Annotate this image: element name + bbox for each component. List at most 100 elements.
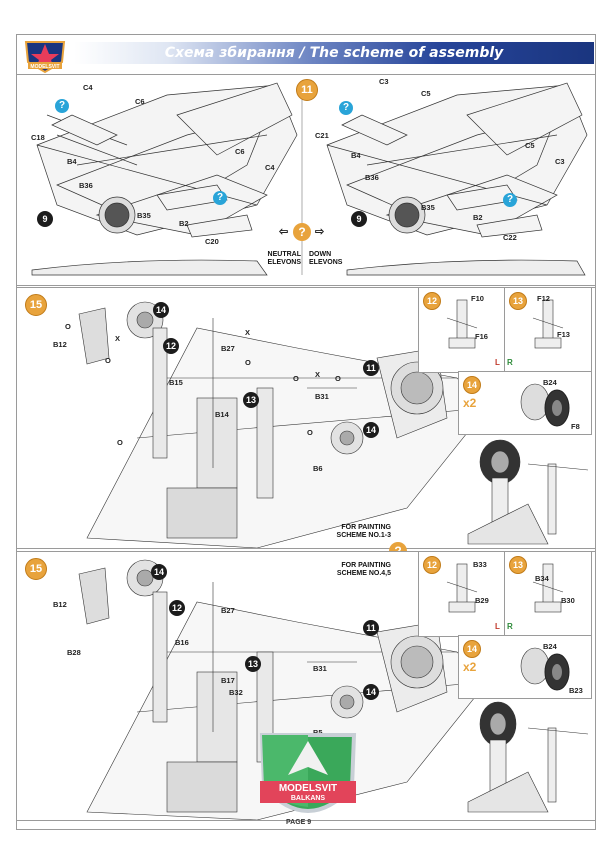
glue-mark: O (245, 358, 251, 367)
step13a-inset: 13 F12 F13 R (504, 287, 592, 373)
part-label: C18 (31, 133, 45, 142)
part-ref-left: 9 (37, 211, 53, 227)
option-question-icon: ? (293, 223, 311, 241)
step11-panel: 11 C4 C6 C18 B4 C6 C4 B36 B35 B2 C20 9 ?… (16, 74, 596, 286)
part-label: C5 (525, 141, 535, 150)
strut-drawing (532, 299, 564, 349)
part-label: F12 (537, 294, 550, 303)
sub-step-14: 14 (363, 684, 379, 700)
sub-step-14: 14 (151, 564, 167, 580)
glue-mark: X (315, 370, 321, 379)
step-number-12: 12 (423, 556, 441, 574)
page-title: Схема збирання / The scheme of assembly (164, 45, 504, 61)
step-number-12: 12 (423, 292, 441, 310)
strut-drawing (446, 563, 478, 613)
strut-drawing (532, 563, 564, 613)
glue-mark: O (105, 356, 111, 365)
part-label: F8 (571, 422, 580, 431)
sub-step-12: 12 (169, 600, 185, 616)
part-label: B24 (543, 378, 557, 387)
glue-mark: O (307, 428, 313, 437)
help-icon: ? (503, 193, 517, 207)
part-label: C6 (135, 97, 145, 106)
step14a-inset: 14 x2 B24 F8 (458, 371, 592, 435)
part-label: B6 (313, 464, 323, 473)
part-label: B24 (543, 642, 557, 651)
arrow-right-icon: ⇨ (315, 226, 325, 238)
part-label: C22 (503, 233, 517, 242)
part-label: B33 (473, 560, 487, 569)
part-label: B32 (229, 688, 243, 697)
part-label: C21 (315, 131, 329, 140)
badge-line2: BALKANS (290, 795, 326, 802)
help-icon: ? (55, 99, 69, 113)
part-label: B29 (475, 596, 489, 605)
sub-step-11: 11 (363, 620, 379, 636)
logo-text: MODELSVIT (30, 64, 59, 70)
step-number-15: 15 (25, 558, 47, 580)
part-label: C4 (265, 163, 275, 172)
part-label: C3 (555, 157, 565, 166)
step-number-14: 14 (463, 376, 481, 394)
glue-mark: O (117, 438, 123, 447)
left-marker: L (495, 622, 500, 631)
sub-step-13: 13 (245, 656, 261, 672)
wheel-drawing (520, 383, 570, 427)
part-label: F16 (475, 332, 488, 341)
sub-step-14: 14 (153, 302, 169, 318)
part-label: C3 (379, 77, 389, 86)
step11-aircraft-drawing (31, 82, 588, 276)
part-label: B27 (221, 344, 235, 353)
step12a-inset: 12 F10 F16 L (418, 287, 506, 373)
part-label: C4 (83, 83, 93, 92)
strut-drawing (446, 299, 478, 349)
wheel-drawing (520, 647, 570, 691)
part-label: B2 (473, 213, 483, 222)
page-number: PAGE 9 (286, 819, 312, 826)
glue-mark: O (335, 374, 341, 383)
right-marker: R (507, 358, 513, 367)
part-label: B15 (169, 378, 183, 387)
part-label: B17 (221, 676, 235, 685)
part-label: B35 (137, 211, 151, 220)
part-label: B4 (351, 151, 361, 160)
part-label: B27 (221, 606, 235, 615)
part-label: B2 (179, 219, 189, 228)
title-bar: Схема збирання / The scheme of assembly (74, 42, 594, 64)
quantity-multiplier: x2 (463, 396, 477, 410)
step12b-inset: 12 B33 B29 L (418, 551, 506, 637)
step-number-11: 11 (296, 79, 318, 101)
part-label: B30 (561, 596, 575, 605)
glue-mark: O (65, 322, 71, 331)
part-label: B36 (365, 173, 379, 182)
part-label: B12 (53, 340, 67, 349)
right-marker: R (507, 622, 513, 631)
part-label: B5 (313, 728, 323, 737)
glue-mark: O (293, 374, 299, 383)
part-label: F13 (557, 330, 570, 339)
gear-detail-drawing (467, 439, 589, 545)
part-label: B14 (215, 410, 229, 419)
part-label: C6 (235, 147, 245, 156)
part-ref-right: 9 (351, 211, 367, 227)
step-number-15: 15 (25, 294, 47, 316)
glue-mark: X (115, 334, 121, 343)
step15b-aircraft-drawing (78, 559, 488, 820)
step-number-14: 14 (463, 640, 481, 658)
step14b-inset: 14 x2 B24 B23 (458, 635, 592, 699)
sub-step-13: 13 (243, 392, 259, 408)
part-label: B35 (421, 203, 435, 212)
sub-step-14: 14 (363, 422, 379, 438)
part-label: B31 (313, 664, 327, 673)
step-number-13: 13 (509, 556, 527, 574)
part-label: C5 (421, 89, 431, 98)
arrow-left-icon: ⇦ (279, 226, 289, 238)
quantity-multiplier: x2 (463, 660, 477, 674)
modelsvit-balkans-badge (259, 733, 357, 813)
part-label: B34 (535, 574, 549, 583)
badge-line1: MODELSVIT (278, 783, 338, 794)
